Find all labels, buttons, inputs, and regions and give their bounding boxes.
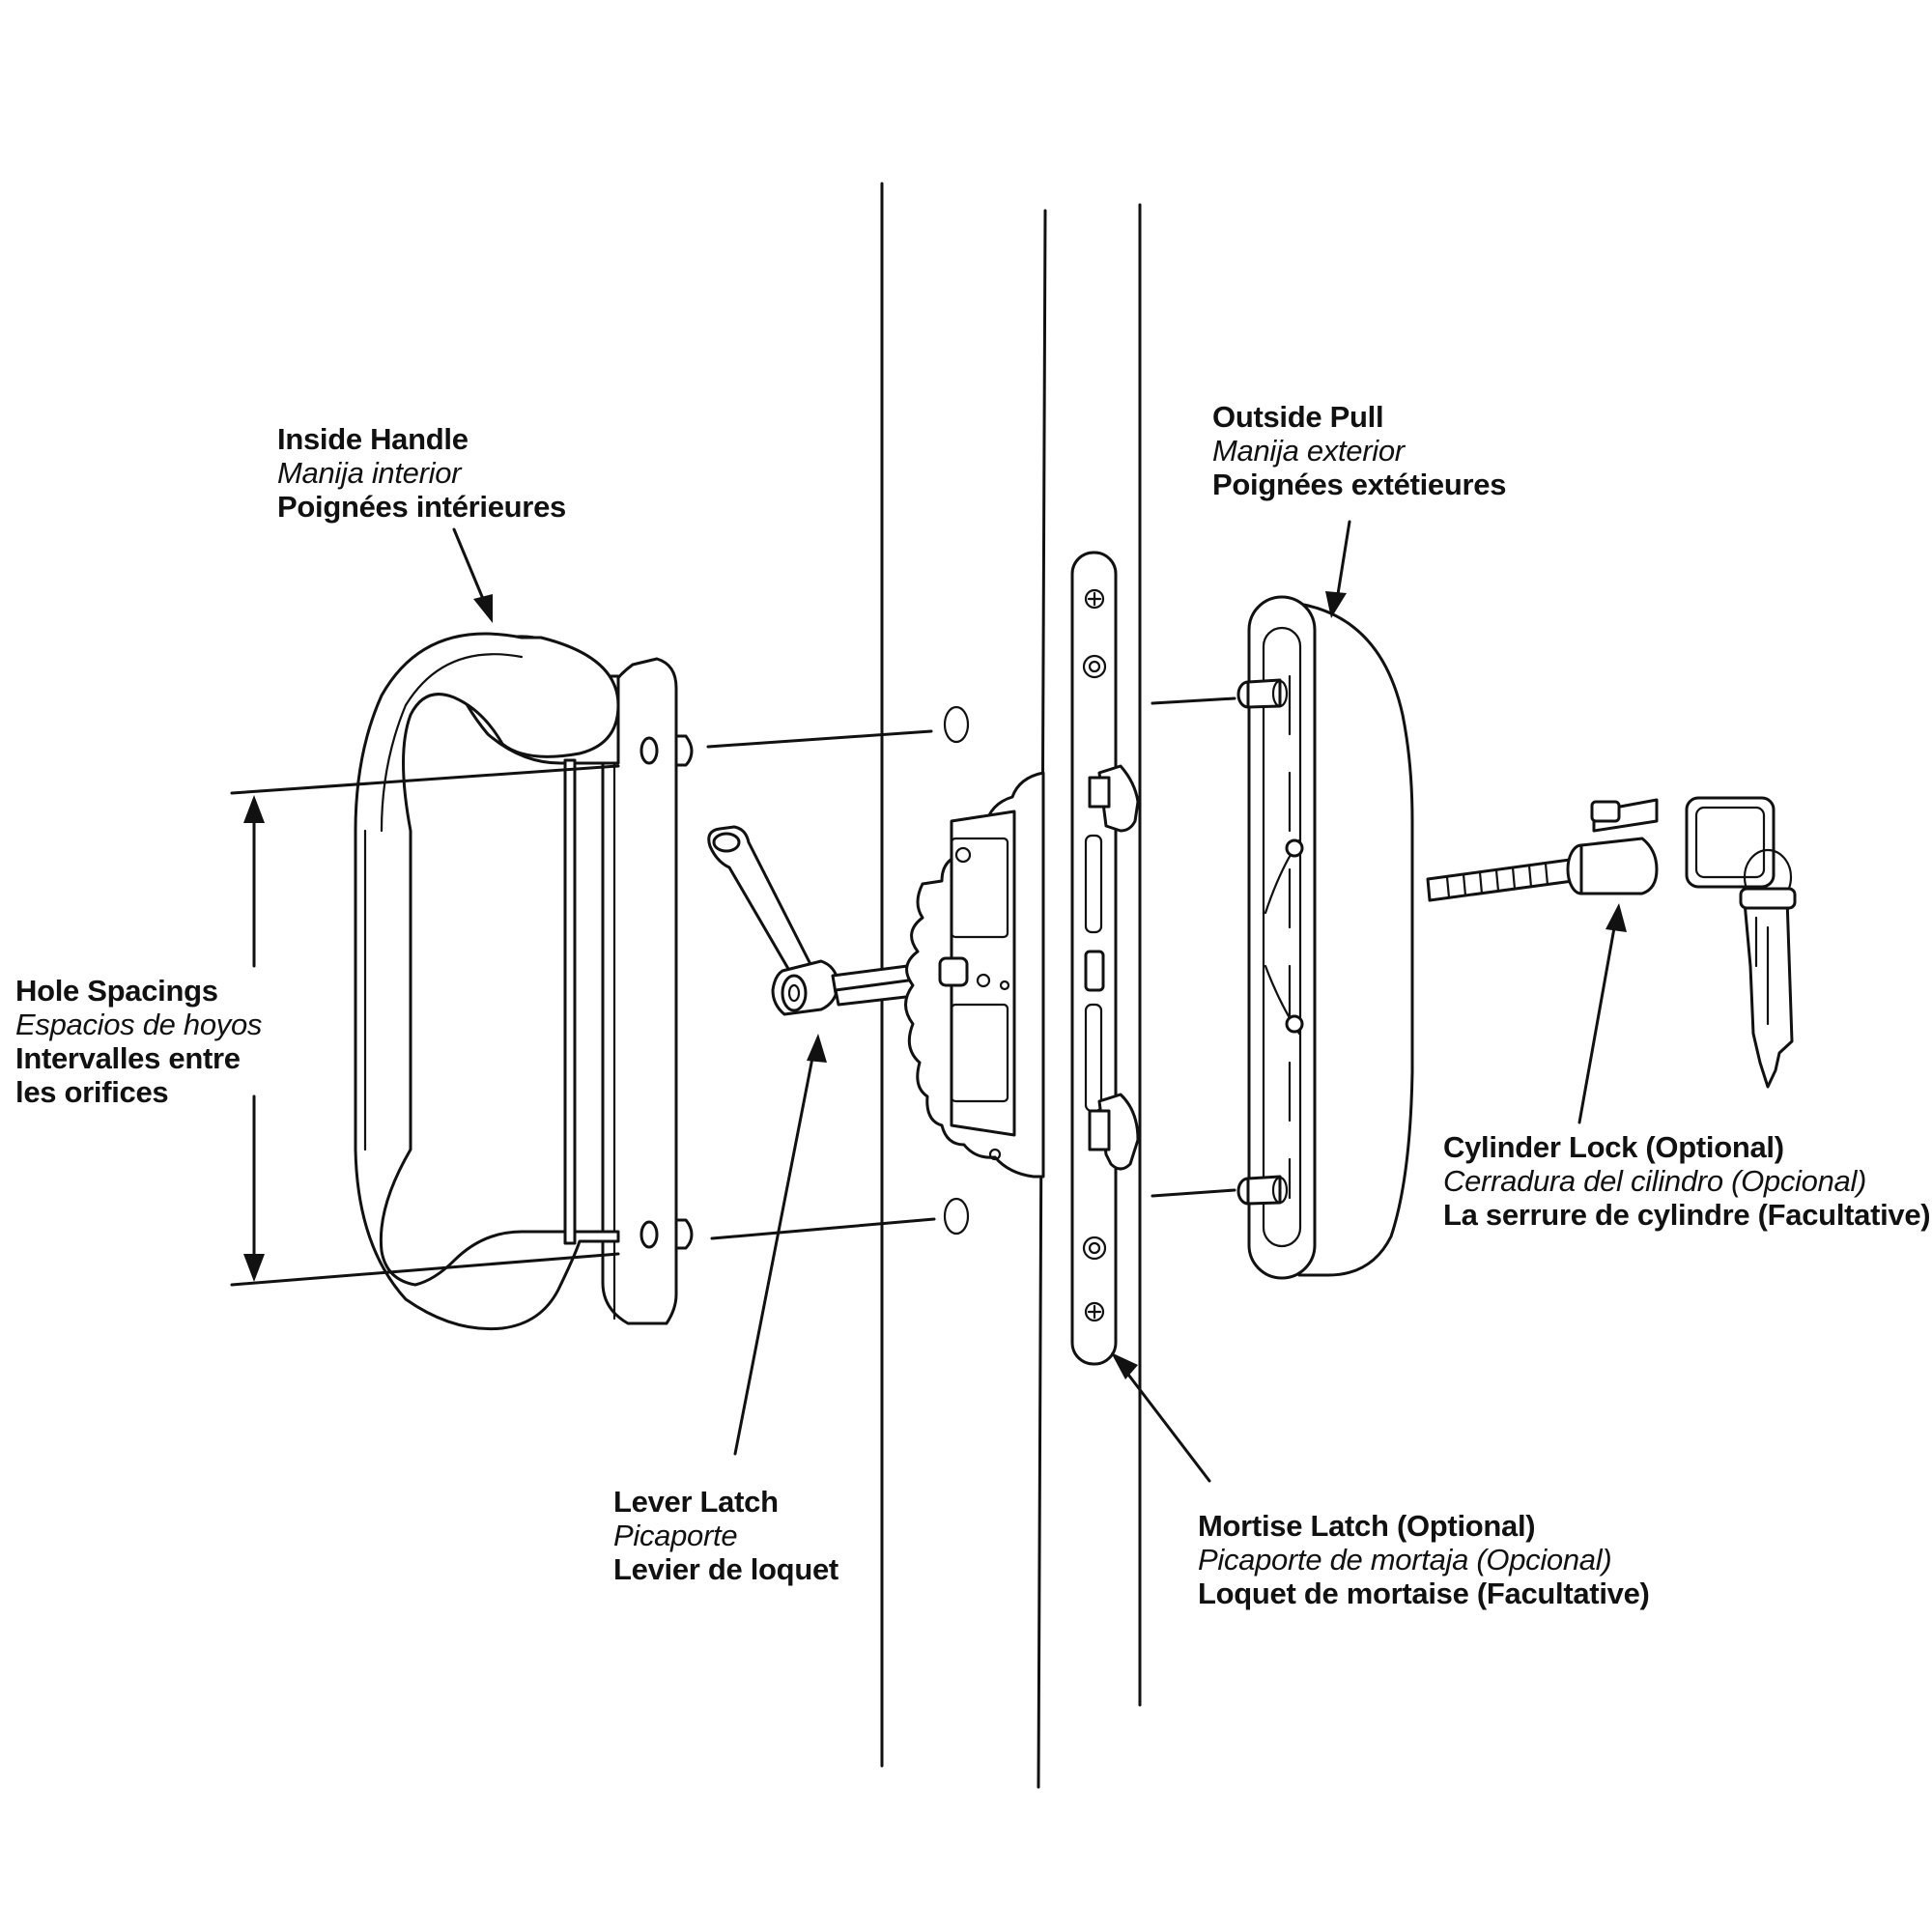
lever-latch-en: Lever Latch [613, 1485, 779, 1519]
inside-handle [354, 632, 694, 1331]
outside-pull [1236, 595, 1414, 1280]
mortise-body [904, 771, 1045, 1179]
hole-spacings-fr-line2: les orifices [15, 1075, 169, 1109]
cylinder-lock-es: Cerradura del cilindro (Opcional) [1443, 1164, 1867, 1198]
cylinder-lock-label: Cylinder Lock (Optional) Cerradura del c… [1443, 1130, 1931, 1232]
mortise-latch-es: Picaporte de mortaja (Opcional) [1198, 1543, 1612, 1577]
lever-latch-label: Lever Latch Picaporte Levier de loquet [613, 1485, 838, 1586]
mortise-latch-fr: Loquet de mortaise (Facultative) [1198, 1577, 1650, 1610]
hole-spacings-en: Hole Spacings [15, 974, 218, 1008]
inside-handle-fr: Poignées intérieures [277, 490, 566, 524]
outside-pull-en: Outside Pull [1212, 400, 1384, 434]
outside-pull-es: Manija exterior [1212, 434, 1405, 468]
lever-latch [707, 825, 924, 1016]
mortise-latch-label: Mortise Latch (Optional) Picaporte de mo… [1198, 1509, 1650, 1610]
hole-spacings-es: Espacios de hoyos [15, 1008, 263, 1041]
cylinder-lock [1426, 796, 1797, 1089]
leader-arrows [452, 520, 1627, 1483]
lever-latch-fr: Levier de loquet [613, 1552, 838, 1586]
inside-handle-label: Inside Handle Manija interior Poignées i… [277, 422, 566, 524]
mortise-latch-faceplate [1070, 551, 1140, 1366]
alignment-guides [230, 696, 1236, 1287]
mortise-latch-en: Mortise Latch (Optional) [1198, 1509, 1536, 1543]
hole-spacings-fr-line1: Intervalles entre [15, 1041, 241, 1075]
lever-latch-es: Picaporte [613, 1519, 738, 1552]
hole-spacing-arrow [243, 795, 265, 1282]
inside-handle-en: Inside Handle [277, 422, 469, 456]
inside-handle-es: Manija interior [277, 456, 462, 490]
hole-spacings-label: Hole Spacings Espacios de hoyos Interval… [15, 974, 262, 1109]
cylinder-lock-en: Cylinder Lock (Optional) [1443, 1130, 1784, 1164]
outside-pull-label: Outside Pull Manija exterior Poignées ex… [1212, 400, 1506, 501]
cylinder-lock-fr: La serrure de cylindre (Facultative) [1443, 1198, 1931, 1232]
outside-pull-fr: Poignées extétieures [1212, 468, 1507, 501]
